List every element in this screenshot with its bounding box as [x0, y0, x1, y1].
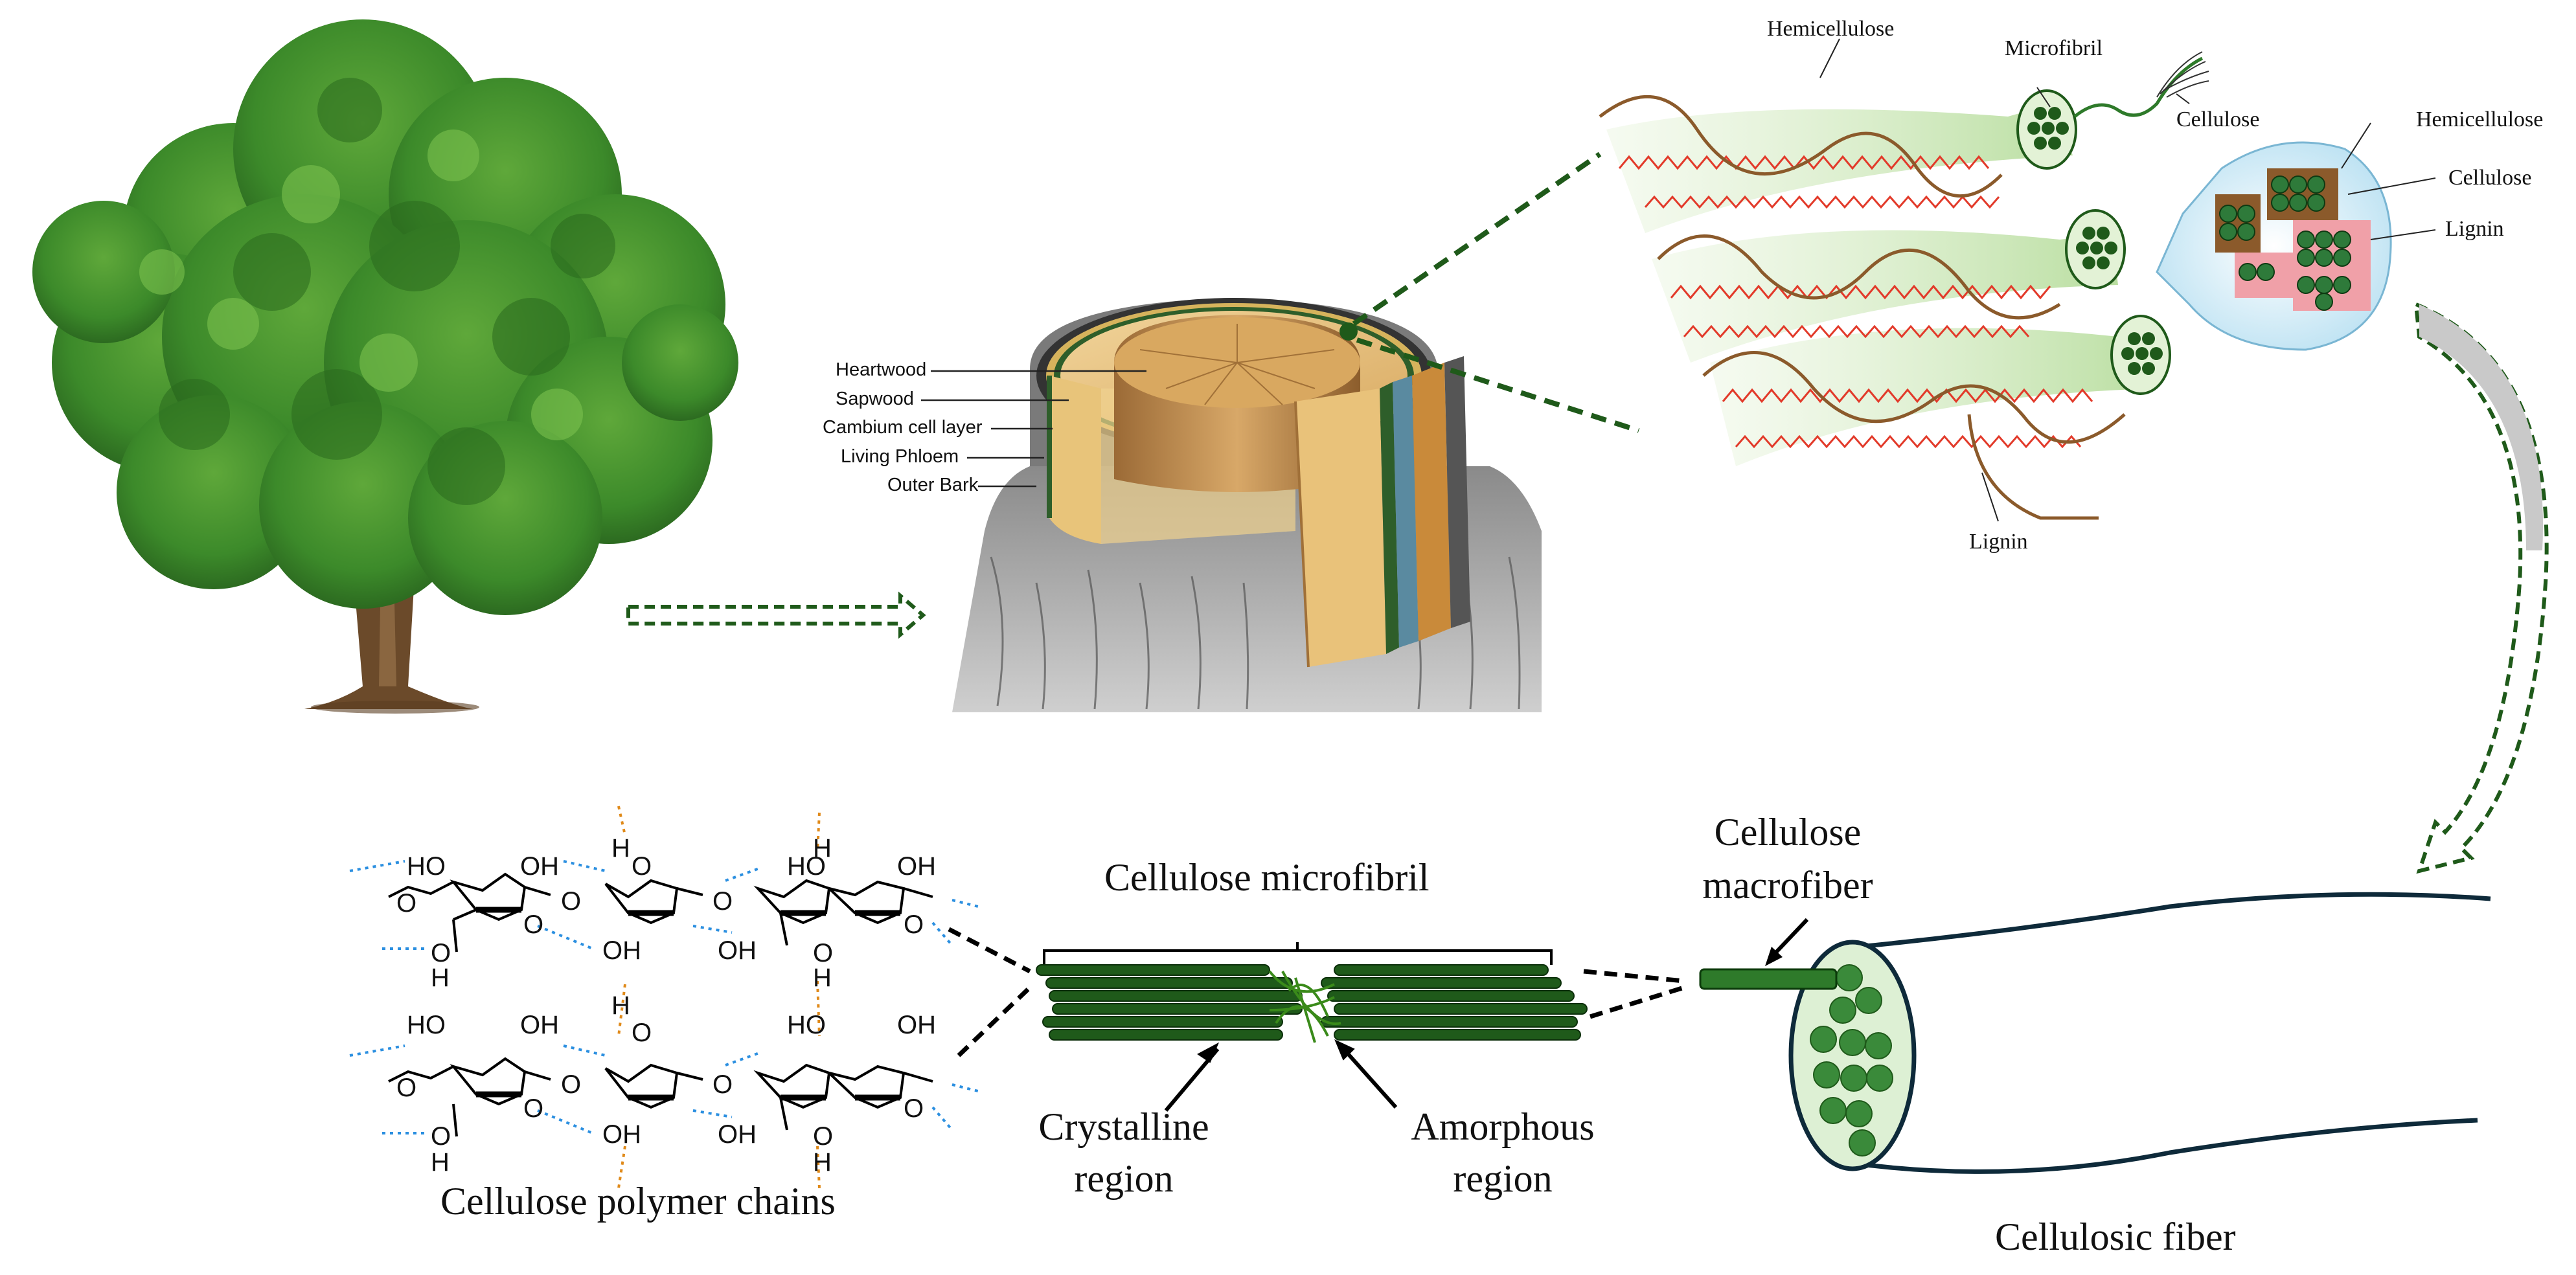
atom-h: H: [813, 964, 832, 992]
atom-oh: OH: [520, 852, 559, 881]
atom-oh: OH: [718, 936, 757, 965]
stump-layer-leaders: [921, 370, 1146, 488]
inset-label-lignin: Lignin: [2445, 217, 2504, 241]
atom-o: O: [632, 1019, 652, 1047]
zoom-lines-polymer-to-microfibril: [948, 927, 1032, 1057]
atom-h: H: [611, 834, 630, 863]
atom-oh: OH: [718, 1120, 757, 1149]
macrofiber-label-line1: Cellulose: [1714, 811, 1862, 853]
stump-label-outer-bark: Outer Bark: [887, 475, 979, 495]
atom-h: H: [611, 991, 630, 1020]
atom-h: H: [431, 1148, 450, 1177]
atom-ho: HO: [407, 852, 446, 881]
microfibril-bundle-inset: [2215, 168, 2371, 311]
atom-o: O: [904, 910, 924, 939]
wall-label-lignin: Lignin: [1969, 530, 2028, 554]
atom-oh: OH: [897, 1011, 936, 1039]
atom-o: O: [431, 939, 451, 967]
wall-label-microfibril: Microfibril: [2005, 36, 2103, 60]
atom-ho: HO: [787, 852, 826, 881]
atom-o: O: [523, 910, 544, 939]
atom-o: O: [523, 1094, 544, 1123]
crystalline-label-line1: Crystalline: [1038, 1105, 1209, 1148]
atom-o: O: [904, 1094, 924, 1123]
cellulose-polymer-chains: [349, 806, 979, 1189]
arrow-wall-to-fiber: [2413, 301, 2549, 874]
atom-o: O: [813, 1122, 834, 1151]
macrofiber-label-line2: macrofiber: [1702, 864, 1873, 907]
atom-o: O: [561, 887, 582, 916]
inset-label-hemicellulose: Hemicellulose: [2416, 107, 2544, 131]
stump-label-phloem: Living Phloem: [841, 446, 959, 467]
atom-ho: HO: [407, 1011, 446, 1039]
cellulose-microfibril-diagram: [1036, 942, 1588, 1112]
tree-stump-cross-section: [952, 298, 1542, 712]
atom-o: O: [813, 939, 834, 967]
stump-label-sapwood: Sapwood: [836, 389, 914, 409]
amorphous-label-line1: Amorphous: [1411, 1105, 1595, 1148]
atom-o: O: [632, 852, 652, 881]
wall-label-cellulose: Cellulose: [2176, 107, 2260, 131]
arrow-tree-to-stump: [626, 591, 926, 639]
amorphous-label-line2: region: [1453, 1157, 1553, 1200]
inset-label-cellulose: Cellulose: [2448, 166, 2532, 190]
atom-oh: OH: [602, 1120, 641, 1149]
cellulosic-fiber-diagram: [1699, 892, 2491, 1174]
cellulosic-fiber-caption: Cellulosic fiber: [1995, 1215, 2236, 1258]
stump-label-heartwood: Heartwood: [836, 359, 927, 380]
atom-o: O: [712, 887, 733, 916]
polymer-chains-caption: Cellulose polymer chains: [440, 1180, 836, 1223]
zoom-lines-stump-to-wall: [1352, 152, 1640, 433]
atom-o: O: [396, 889, 417, 918]
atom-o: O: [396, 1074, 417, 1102]
atom-oh: OH: [897, 852, 936, 881]
atom-h: H: [431, 964, 450, 992]
wall-label-hemicellulose: Hemicellulose: [1767, 17, 1895, 41]
atom-h: H: [813, 1148, 832, 1177]
zoom-lines-microfibril-to-fiber: [1583, 969, 1685, 1019]
atom-ho: HO: [787, 1011, 826, 1039]
atom-oh: OH: [520, 1011, 559, 1039]
atom-oh: OH: [602, 936, 641, 965]
crystalline-label-line2: region: [1074, 1157, 1174, 1200]
microfibril-title: Cellulose microfibril: [1104, 856, 1430, 899]
stump-label-cambium: Cambium cell layer: [823, 417, 983, 438]
atom-o: O: [561, 1070, 582, 1099]
atom-h: H: [813, 834, 832, 863]
tree-illustration: [32, 19, 738, 714]
atom-o: O: [712, 1070, 733, 1099]
atom-o: O: [431, 1122, 451, 1151]
cell-wall-structure: [1599, 38, 2436, 522]
